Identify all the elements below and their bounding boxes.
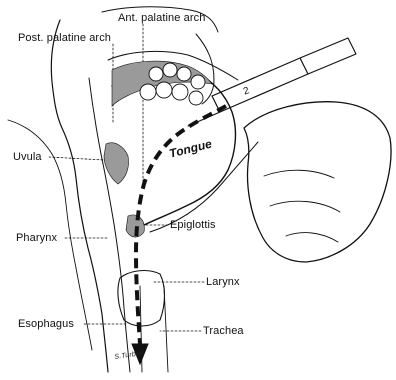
label-epiglottis: Epiglottis [170, 219, 216, 231]
label-post-palatine-arch: Post. palatine arch [18, 32, 111, 44]
palate-nodule-2 [163, 63, 177, 77]
label-esophagus: Esophagus [18, 318, 74, 330]
palate-nodule-6 [156, 82, 172, 98]
palate-nodule-3 [177, 67, 191, 81]
palate-nodule-7 [172, 84, 188, 100]
palate-nodule-8 [189, 91, 203, 105]
palate-nodule-4 [191, 75, 205, 89]
syringe-plunger [300, 38, 356, 74]
trachea-outline [140, 286, 168, 372]
label-trachea: Trachea [203, 325, 244, 337]
palate-nodule-5 [140, 84, 156, 100]
finger-lines [264, 170, 340, 242]
label-ant-palatine-arch: Ant. palatine arch [118, 12, 205, 24]
palate-nodule-1 [149, 67, 163, 81]
hand-outline [244, 102, 391, 262]
label-pharynx: Pharynx [16, 232, 57, 244]
syringe-barrel [212, 58, 308, 112]
uvula-leader [49, 157, 104, 160]
pharynx-back-wall [89, 78, 130, 372]
label-larynx: Larynx [206, 276, 240, 288]
label-uvula: Uvula [13, 151, 42, 163]
uvula-shape [104, 143, 129, 184]
